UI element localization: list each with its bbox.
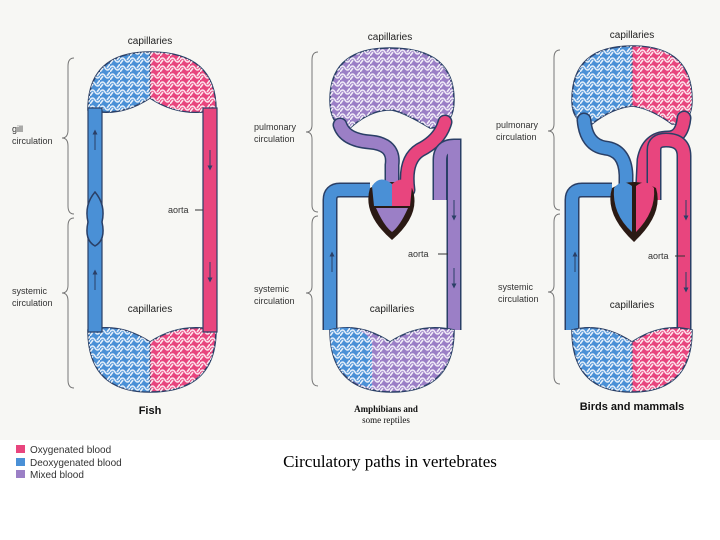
fish-aorta xyxy=(202,107,218,333)
amphibian-heart-atrium-right xyxy=(392,179,412,206)
amphibian-heart-ventricle xyxy=(376,208,408,232)
fish-systemic-brace xyxy=(61,217,75,389)
birds-pulmonary-brace xyxy=(547,49,561,211)
amphibian-lung-net-texture xyxy=(330,48,454,128)
birds-aorta-vessel-fill xyxy=(648,133,690,330)
birds-systemic-brace xyxy=(547,213,561,385)
amphibian-aorta-label: aorta xyxy=(408,249,429,259)
figure-caption: Circulatory paths in vertebrates xyxy=(283,452,497,471)
amphibian-pulmonary-vein-fill xyxy=(334,119,399,196)
birds-title: Birds and mammals xyxy=(580,401,685,413)
fish-gill-brace xyxy=(61,57,75,215)
amphibian-pulmonary-label-2: circulation xyxy=(254,134,295,144)
birds-panel: capillaries capillaries pulmonary circul… xyxy=(496,30,693,413)
legend-swatch-oxygenated xyxy=(16,445,25,453)
fish-systemic-label-1: systemic xyxy=(12,286,48,296)
fish-panel: capillaries capillaries gill circulation… xyxy=(12,36,218,417)
birds-capillaries-top-label: capillaries xyxy=(610,30,654,41)
birds-vena-cava-fill xyxy=(566,184,612,330)
amphibian-pulmonary-return-fill xyxy=(401,116,451,196)
amphibian-pulmonary-label-1: pulmonary xyxy=(254,122,297,132)
birds-systemic-label-2: circulation xyxy=(498,294,539,304)
fish-gill-label-2: circulation xyxy=(12,136,53,146)
birds-pulmonary-label-1: pulmonary xyxy=(496,120,539,130)
amphibian-capillaries-top-label: capillaries xyxy=(368,32,412,43)
fish-heart xyxy=(86,190,104,247)
legend-swatch-mixed xyxy=(16,470,25,478)
amphibian-heart-atrium-left xyxy=(372,179,392,206)
amphibian-systemic-label-2: circulation xyxy=(254,296,295,306)
legend-label-oxygenated: Oxygenated blood xyxy=(30,445,111,456)
amphibian-title-line-2: some reptiles xyxy=(362,415,410,425)
birds-pulmonary-artery-fill xyxy=(578,114,632,206)
fish-gill-net-texture xyxy=(88,52,216,113)
birds-body-net-texture xyxy=(572,327,692,392)
birds-systemic-label-1: systemic xyxy=(498,282,534,292)
legend-label-mixed: Mixed blood xyxy=(30,470,84,481)
birds-aorta-label: aorta xyxy=(648,251,669,261)
fish-gill-label-1: gill xyxy=(12,124,23,134)
amphibian-systemic-brace xyxy=(305,215,319,387)
birds-heart-right-side xyxy=(613,182,632,232)
legend: Oxygenated blood Deoxygenated blood Mixe… xyxy=(16,445,122,481)
legend-swatch-deoxygenated xyxy=(16,458,25,466)
fish-capillaries-bottom-label: capillaries xyxy=(128,304,172,315)
amphibian-systemic-label-1: systemic xyxy=(254,284,290,294)
birds-pulmonary-label-2: circulation xyxy=(496,132,537,142)
fish-capillaries-top-label: capillaries xyxy=(128,36,172,47)
amphibian-pulmonary-brace xyxy=(305,51,319,213)
amphibian-panel: capillaries capillaries pulmonary circul… xyxy=(254,32,462,425)
birds-heart-left-side xyxy=(636,182,655,232)
fish-systemic-label-2: circulation xyxy=(12,298,53,308)
amphibian-capillaries-bottom-label: capillaries xyxy=(370,304,414,315)
fish-title: Fish xyxy=(139,405,162,417)
birds-capillaries-bottom-label: capillaries xyxy=(610,300,654,311)
birds-lung-net-texture xyxy=(572,46,692,124)
legend-label-deoxygenated: Deoxygenated blood xyxy=(30,458,122,469)
amphibian-systemic-loop-fill-right xyxy=(434,139,460,330)
amphibian-systemic-loop-fill-left xyxy=(324,184,370,330)
amphibian-title-line-1: Amphibians and xyxy=(354,404,418,414)
amphibian-body-net-texture xyxy=(330,327,454,392)
fish-aorta-label: aorta xyxy=(168,205,189,215)
fish-body-net-texture xyxy=(88,327,216,392)
